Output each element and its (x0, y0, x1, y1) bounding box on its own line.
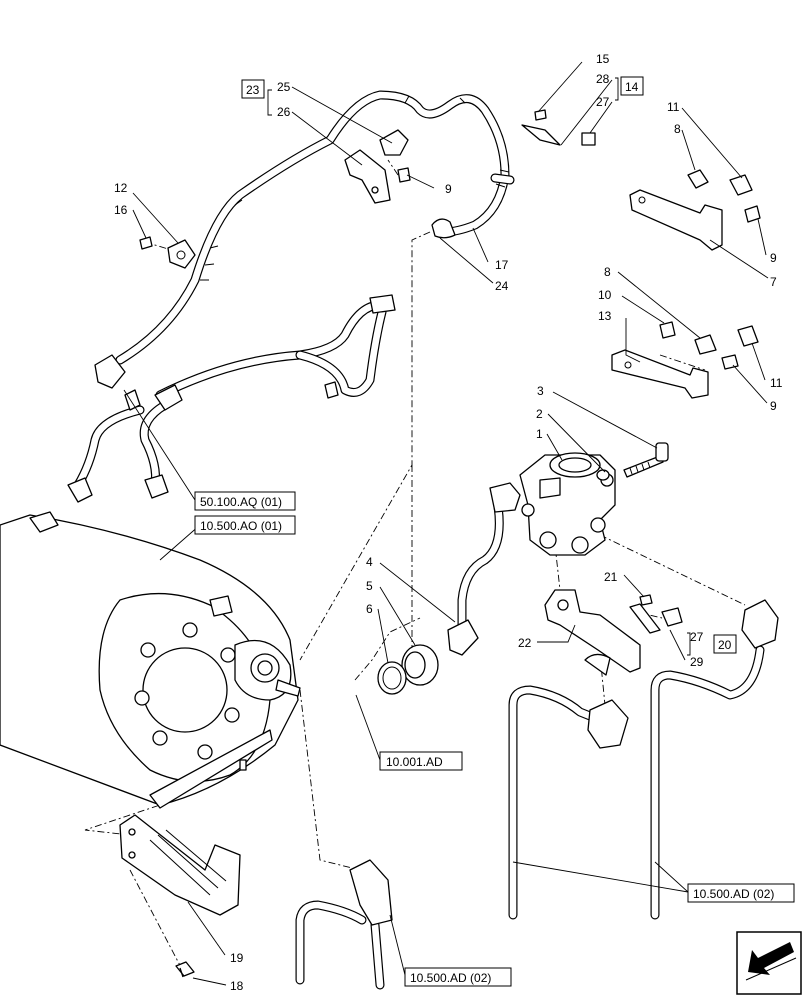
small-parts (67, 109, 779, 926)
callout-7: 7 (770, 275, 777, 289)
callout-12: 12 (114, 181, 128, 195)
callout-2: 2 (536, 407, 543, 421)
callout-1: 1 (536, 427, 543, 441)
reference-boxes: 50.100.AQ (01) 10.500.AO (01) 10.001.AD … (194, 491, 795, 987)
callout-16: 16 (114, 203, 128, 217)
part-22 (544, 589, 641, 676)
group-20: 20 (718, 638, 732, 652)
callout-25: 25 (277, 80, 291, 94)
callout-27: 27 (690, 630, 704, 644)
callout-11: 11 (770, 376, 783, 390)
callout-19: 19 (230, 951, 244, 965)
bracket-19 (119, 814, 241, 978)
callout-5: 5 (366, 579, 373, 593)
parts-4-5-6 (377, 619, 479, 695)
callout-4: 4 (366, 555, 373, 569)
callout-21: 21 (604, 570, 618, 584)
group-14: 14 (625, 80, 639, 94)
reference-10-500-ao: 10.500.AO (01) (200, 519, 282, 533)
callout-13: 13 (598, 309, 612, 323)
group-23: 23 (246, 83, 260, 97)
callout-24: 24 (495, 279, 509, 293)
callout-11: 11 (667, 100, 680, 114)
reference-10-500-ad-bottom: 10.500.AD (02) (410, 971, 491, 985)
tank-assembly (0, 511, 301, 809)
callout-numbers: 25 26 9 12 16 17 24 15 28 27 11 8 9 7 8 … (114, 52, 783, 993)
reference-10-001-ad: 10.001.AD (386, 755, 443, 769)
callout-9: 9 (770, 399, 777, 413)
callout-28: 28 (596, 72, 610, 86)
callout-18: 18 (230, 979, 244, 993)
callout-8: 8 (604, 265, 611, 279)
callout-9: 9 (445, 182, 452, 196)
callout-22: 22 (518, 636, 532, 650)
callout-29: 29 (690, 655, 704, 669)
callout-8: 8 (674, 122, 681, 136)
callout-26: 26 (277, 105, 291, 119)
reference-10-500-ad-right: 10.500.AD (02) (693, 887, 774, 901)
callout-27: 27 (596, 95, 610, 109)
reference-50-100-aq: 50.100.AQ (01) (200, 495, 282, 509)
arrow-navigation-icon[interactable] (736, 931, 802, 995)
callout-9: 9 (770, 251, 777, 265)
hose-lines (73, 90, 765, 990)
group-boxes: 23 14 20 (241, 76, 737, 654)
callout-15: 15 (596, 52, 610, 66)
valve-assembly (489, 442, 669, 556)
leader-lines (123, 61, 769, 986)
callout-3: 3 (537, 384, 544, 398)
callout-10: 10 (598, 288, 612, 302)
callout-17: 17 (495, 258, 509, 272)
callout-6: 6 (366, 602, 373, 616)
